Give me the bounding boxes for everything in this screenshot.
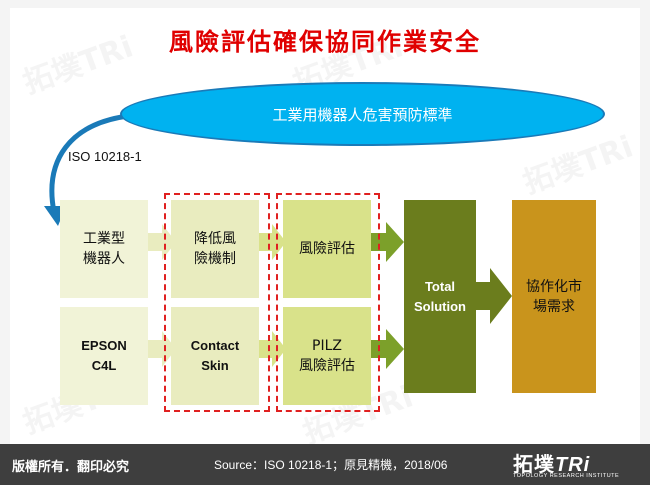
box-total-solution: Total Solution xyxy=(404,200,476,393)
page-title: 風險評估確保協同作業安全 xyxy=(169,27,481,56)
box-industrial-robot: 工業型 機器人 xyxy=(60,200,148,298)
arrow-row1-c xyxy=(370,222,404,262)
arrow-row1-b xyxy=(258,224,286,260)
dashed-group-1 xyxy=(164,193,270,412)
footer-copyright: 版權所有．翻印必究 xyxy=(12,460,130,475)
logo-name-en: TRi xyxy=(555,454,591,476)
logo-name-cn: 拓墣 xyxy=(513,452,555,476)
arrow-row2-c xyxy=(370,329,404,369)
iso-label: ISO 10218-1 xyxy=(68,149,142,164)
tri-logo: 拓墣TRi TOPOLOGY RESEARCH INSTITUTE xyxy=(513,446,643,484)
footer-bar: 版權所有．翻印必究 Source：ISO 10218-1；原見精機，2018/0… xyxy=(0,444,650,485)
box-epson: EPSON C4L xyxy=(60,307,148,405)
arrow-row2-b xyxy=(258,331,286,367)
box-risk-reduction: 降低風 險機制 xyxy=(171,200,259,298)
logo-wordmark: 拓墣TRi xyxy=(513,448,590,477)
standard-ellipse-label: 工業用機器人危害預防標準 xyxy=(272,105,453,124)
box-contact-skin: Contact Skin xyxy=(171,307,259,405)
dashed-group-2 xyxy=(276,193,380,412)
arrow-row1-a xyxy=(148,224,176,260)
arrow-solution-demand xyxy=(476,268,512,324)
footer-source: Source：ISO 10218-1；原見精機，2018/06 xyxy=(214,458,448,472)
arrow-row2-a xyxy=(148,331,176,367)
standard-ellipse: 工業用機器人危害預防標準 xyxy=(120,82,605,146)
box-risk-assessment: 風險評估 xyxy=(283,200,371,298)
box-pilz: PILZ 風險評估 xyxy=(283,307,371,405)
logo-subtitle: TOPOLOGY RESEARCH INSTITUTE xyxy=(513,473,620,479)
box-market-demand: 協作化市 場需求 xyxy=(512,200,596,393)
curved-arrow xyxy=(49,113,129,213)
